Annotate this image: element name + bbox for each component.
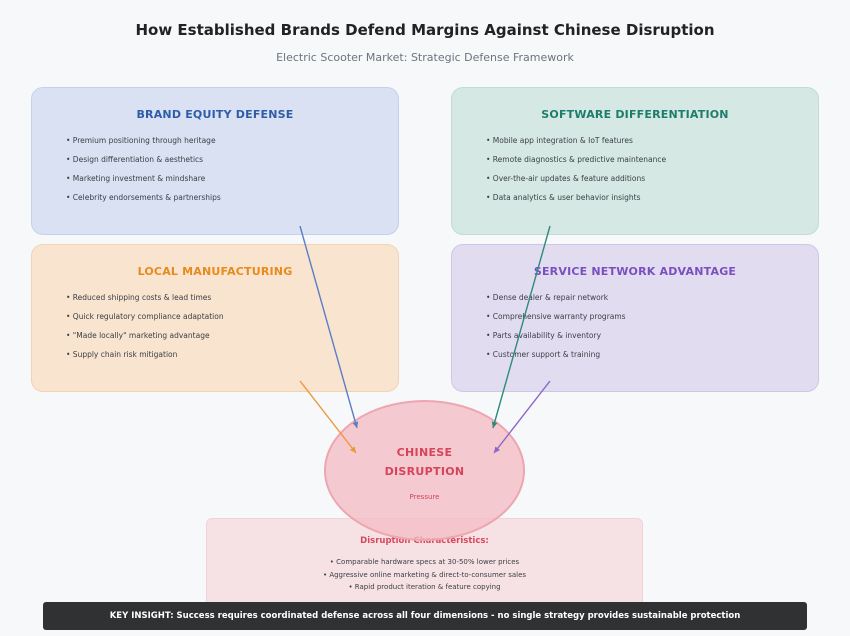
local-manufacturing-box: LOCAL MANUFACTURING • Reduced shipping c… [31,244,399,392]
brand-equity-defense-list: • Premium positioning through heritage •… [66,135,221,211]
list-item: • Celebrity endorsements & partnerships [66,193,221,202]
disruption-characteristics-list: • Comparable hardware specs at 30-50% lo… [207,556,642,594]
list-item: • "Made locally" marketing advantage [66,331,210,340]
list-item: • Comparable hardware specs at 30-50% lo… [329,558,520,566]
list-item: • Marketing investment & mindshare [66,174,206,183]
service-network-advantage-box: SERVICE NETWORK ADVANTAGE • Dense dealer… [451,244,819,392]
local-manufacturing-list: • Reduced shipping costs & lead times • … [66,292,224,368]
list-item: • Design differentiation & aesthetics [66,155,204,164]
service-network-advantage-list: • Dense dealer & repair network • Compre… [486,292,626,368]
chinese-disruption-ellipse: CHINESE DISRUPTION Pressure [324,400,525,541]
list-item: • Customer support & training [486,350,601,359]
list-item: • Rapid product iteration & feature copy… [348,583,501,591]
page-title: How Established Brands Defend Margins Ag… [135,21,715,39]
list-item: • Quick regulatory compliance adaptation [66,312,224,321]
list-item: • Reduced shipping costs & lead times [66,293,212,302]
pressure-label: Pressure [409,493,440,501]
list-item: • Data analytics & user behavior insight… [486,193,641,202]
key-insight-banner: KEY INSIGHT: Success requires coordinate… [43,602,807,630]
list-item: • Comprehensive warranty programs [486,312,626,321]
brand-equity-defense-box: BRAND EQUITY DEFENSE • Premium positioni… [31,87,399,235]
software-differentiation-title: SOFTWARE DIFFERENTIATION [541,108,729,121]
list-item: • Aggressive online marketing & direct-t… [322,570,527,579]
disruption-label-line1: CHINESE [396,446,453,459]
page-subtitle: Electric Scooter Market: Strategic Defen… [276,51,574,64]
local-manufacturing-title: LOCAL MANUFACTURING [137,265,293,278]
software-differentiation-box: SOFTWARE DIFFERENTIATION • Mobile app in… [451,87,819,235]
service-network-advantage-title: SERVICE NETWORK ADVANTAGE [533,265,737,278]
brand-equity-defense-title: BRAND EQUITY DEFENSE [136,108,294,121]
list-item: • Over-the-air updates & feature additio… [486,174,646,183]
list-item: • Parts availability & inventory [486,331,602,340]
list-item: • Remote diagnostics & predictive mainte… [486,155,667,164]
disruption-characteristics-title: Disruption Characteristics: [360,536,489,546]
disruption-label-line2: DISRUPTION [384,465,465,478]
list-item: • Supply chain risk mitigation [66,350,178,359]
list-item: • Mobile app integration & IoT features [486,136,633,145]
software-differentiation-list: • Mobile app integration & IoT features … [486,135,666,211]
list-item: • Premium positioning through heritage [66,136,216,145]
list-item: • Dense dealer & repair network [486,293,609,302]
